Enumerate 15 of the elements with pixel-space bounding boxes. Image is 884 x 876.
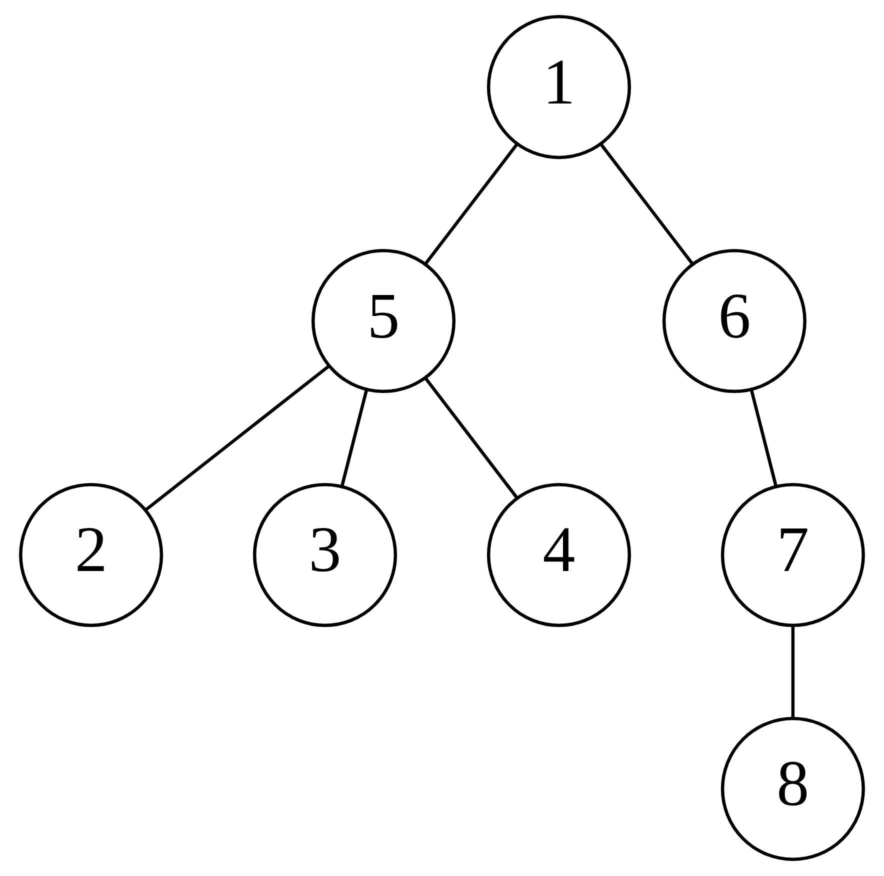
connector — [145, 364, 330, 511]
connector — [424, 143, 518, 264]
node-circle: 5 — [311, 249, 456, 394]
node-circle: 7 — [720, 482, 865, 627]
node-circle: 1 — [486, 15, 631, 160]
node-circle: 4 — [486, 482, 631, 627]
node-circle: 8 — [720, 716, 865, 861]
connector — [424, 377, 518, 498]
connector — [340, 389, 368, 487]
connector — [750, 389, 778, 487]
node-circle: 2 — [19, 482, 164, 627]
connector — [600, 143, 694, 264]
connector — [791, 625, 795, 718]
node-circle: 6 — [662, 249, 806, 394]
node-circle: 3 — [253, 482, 398, 627]
